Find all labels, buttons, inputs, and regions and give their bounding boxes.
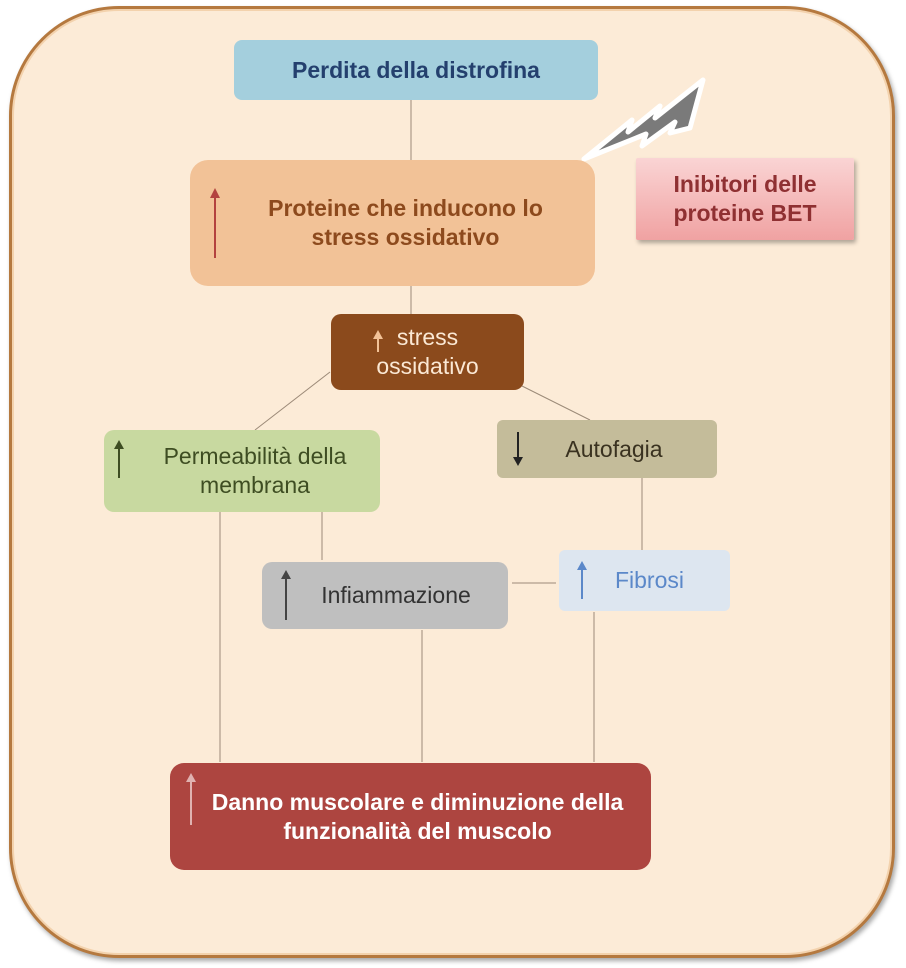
node-muscle-damage: Danno muscolare e diminuzione della funz… — [170, 763, 651, 870]
arrow-up-icon — [281, 570, 291, 620]
node-inflammation: Infiammazione — [262, 562, 508, 629]
node-membrane-permeability: Permeabilità della membrana — [104, 430, 380, 512]
connector-stress-permeability — [254, 371, 331, 431]
arrow-up-icon — [373, 330, 383, 352]
node-autophagy: Autofagia — [497, 420, 717, 478]
lightning-bolt-icon — [581, 77, 706, 162]
node-oxidative-stress: stress ossidativo — [331, 314, 524, 390]
node-bet-inhibitors: Inibitori delle proteine BET — [636, 158, 854, 240]
node-oxidative-proteins: Proteine che inducono lo stress ossidati… — [190, 160, 595, 286]
arrow-up-icon — [114, 440, 124, 478]
arrow-up-icon — [577, 561, 587, 599]
node-fibrosis: Fibrosi — [559, 550, 730, 611]
arrow-up-icon — [186, 773, 196, 825]
arrow-up-icon — [209, 188, 220, 258]
arrow-down-icon — [513, 432, 523, 466]
connector-stress-autophagy — [519, 384, 591, 421]
node-dystrophin-loss: Perdita della distrofina — [234, 40, 598, 100]
